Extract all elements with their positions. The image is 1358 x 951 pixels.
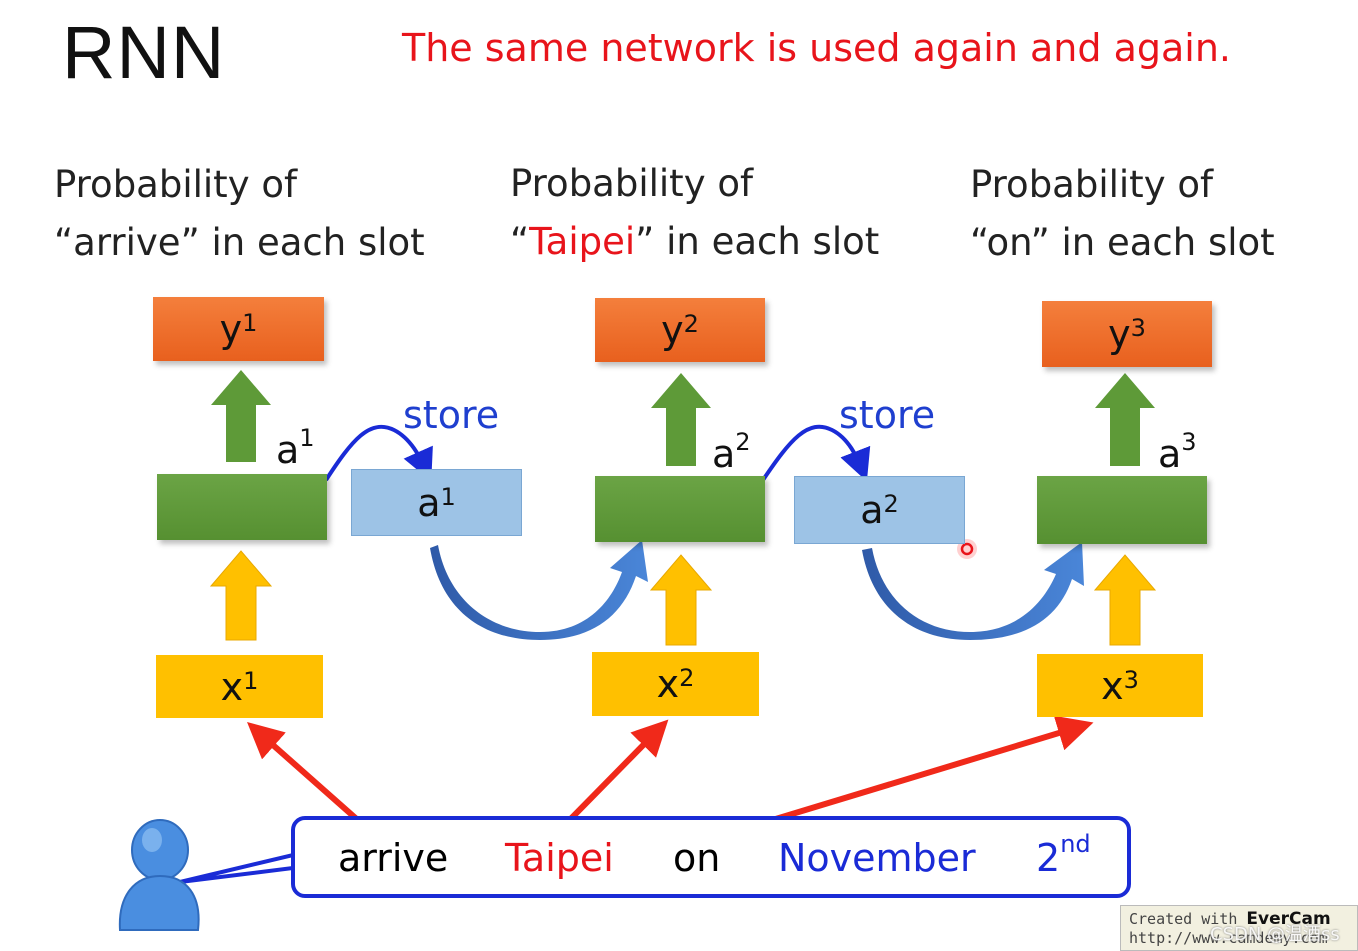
activation-superscript: 1 <box>299 424 315 452</box>
up-arrow-yellow-3 <box>1093 554 1157 646</box>
hidden-layer-box-2 <box>595 476 765 542</box>
memory-superscript: 1 <box>440 482 456 511</box>
speech-pointer <box>179 852 295 884</box>
probability-word: on <box>986 221 1031 264</box>
probability-caption-2: Probability of “Taipei” in each slot <box>510 155 879 271</box>
close-quote: ” <box>635 220 655 263</box>
memory-label: a <box>860 488 884 532</box>
cursor-pointer-icon <box>957 539 977 559</box>
input-label: x <box>656 662 680 706</box>
probability-caption-line1: Probability of <box>970 163 1214 206</box>
output-superscript: 1 <box>242 309 258 337</box>
watermark-brand: EverCam <box>1246 909 1331 929</box>
watermark-url: http://www.camdemy.com <box>1129 929 1328 947</box>
ordinal-number: 2 <box>1036 836 1061 880</box>
probability-rest: in each slot <box>1049 221 1275 264</box>
sentence-bubble <box>291 816 1131 898</box>
feedback-arrow-1 <box>430 540 648 640</box>
close-quote: ” <box>1030 221 1050 264</box>
store-arrow-1 <box>324 424 433 482</box>
probability-caption-line1: Probability of <box>54 163 298 206</box>
activation-base: a <box>276 428 300 472</box>
activation-base: a <box>1158 432 1182 476</box>
sentence-word-on: on <box>673 836 721 880</box>
user-icon <box>118 819 200 931</box>
sentence-word-taipei: Taipei <box>505 836 614 880</box>
probability-word: Taipei <box>529 220 636 263</box>
up-arrow-green-3 <box>1095 373 1155 466</box>
sentence-word-november: November <box>778 836 976 880</box>
probability-rest: in each slot <box>654 220 880 263</box>
probability-caption-1: Probability of “arrive” in each slot <box>54 156 425 272</box>
probability-caption-line1: Probability of <box>510 162 754 205</box>
output-superscript: 2 <box>683 310 699 338</box>
store-label-2: store <box>839 393 936 437</box>
memory-superscript: 2 <box>883 490 899 518</box>
probability-caption-3: Probability of “on” in each slot <box>970 156 1275 272</box>
feedback-arrow-2 <box>862 542 1084 640</box>
store-arrow-2 <box>761 424 871 482</box>
open-quote: “ <box>970 221 987 264</box>
up-arrow-green-2 <box>651 373 711 466</box>
input-superscript: 1 <box>243 666 259 695</box>
output-superscript: 3 <box>1130 314 1146 342</box>
hidden-layer-box-3 <box>1037 476 1207 544</box>
close-quote: ” <box>180 221 200 264</box>
open-quote: “ <box>54 221 74 264</box>
csdn-watermark: CSDN @温酒ss <box>1210 924 1340 945</box>
watermark-prefix: Created with <box>1129 910 1247 928</box>
output-label: y <box>661 308 684 352</box>
ordinal-suffix: nd <box>1060 830 1091 858</box>
open-quote: “ <box>510 220 530 263</box>
hidden-activation-label-3: a3 <box>1158 428 1197 476</box>
hidden-layer-box-1 <box>157 474 327 540</box>
activation-base: a <box>712 432 736 476</box>
output-label: y <box>219 307 243 351</box>
up-arrow-yellow-1 <box>209 550 273 641</box>
hidden-activation-label-1: a1 <box>276 424 315 472</box>
input-label: x <box>220 664 244 709</box>
evercam-watermark: Created with EverCam http://www.camdemy.… <box>1120 905 1358 951</box>
memory-label: a <box>417 480 441 525</box>
activation-superscript: 3 <box>1181 428 1197 456</box>
up-arrow-yellow-2 <box>649 554 713 646</box>
store-label-1: store <box>403 393 500 437</box>
probability-word: arrive <box>73 221 181 264</box>
hidden-activation-label-2: a2 <box>712 428 751 476</box>
probability-rest: in each slot <box>199 221 425 264</box>
up-arrow-green-1 <box>211 370 271 462</box>
input-superscript: 2 <box>679 664 695 692</box>
sentence-word-2nd: 2nd <box>1036 830 1091 880</box>
output-label: y <box>1108 312 1131 356</box>
slide-title: RNN <box>62 11 226 94</box>
input-superscript: 3 <box>1123 665 1139 694</box>
sentence-word-arrive: arrive <box>338 836 449 880</box>
input-label: x <box>1101 663 1124 708</box>
slide-subtitle: The same network is used again and again… <box>402 26 1232 70</box>
activation-superscript: 2 <box>735 428 751 456</box>
